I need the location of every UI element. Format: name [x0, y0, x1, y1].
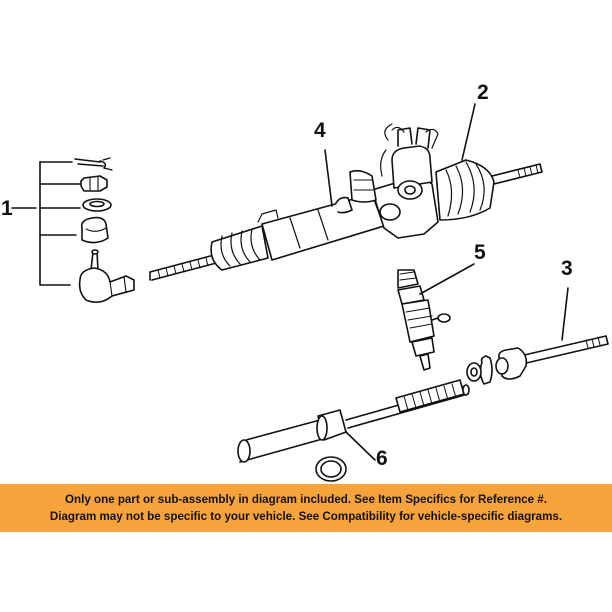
callout-6: 6 — [376, 447, 388, 470]
leader-6 — [345, 431, 376, 461]
leader-3 — [561, 287, 569, 341]
part-1-tie-rod-end-group — [11, 157, 135, 304]
callout-3: 3 — [561, 257, 573, 280]
leader-4 — [324, 149, 333, 207]
diagram-illustration — [11, 103, 609, 482]
part-3-inner-tie-rod — [466, 287, 609, 385]
callout-2: 2 — [477, 81, 489, 104]
callout-5: 5 — [474, 241, 486, 264]
disclaimer-line-1: Only one part or sub-assembly in diagram… — [65, 493, 547, 506]
part-5-control-valve — [397, 263, 475, 371]
disclaimer-line-2: Diagram may not be specific to your vehi… — [49, 510, 563, 523]
bracket-1 — [39, 161, 71, 286]
leader-2 — [461, 103, 476, 161]
bracket-1-ticks — [39, 161, 81, 236]
callout-1: 1 — [1, 197, 13, 220]
part-2-rack-and-pinion-assembly — [149, 103, 543, 281]
disclaimer-banner: Only one part or sub-assembly in diagram… — [0, 484, 612, 532]
callout-4: 4 — [314, 119, 326, 142]
leader-5 — [419, 263, 475, 295]
part-6-rack-shaft — [237, 379, 470, 482]
